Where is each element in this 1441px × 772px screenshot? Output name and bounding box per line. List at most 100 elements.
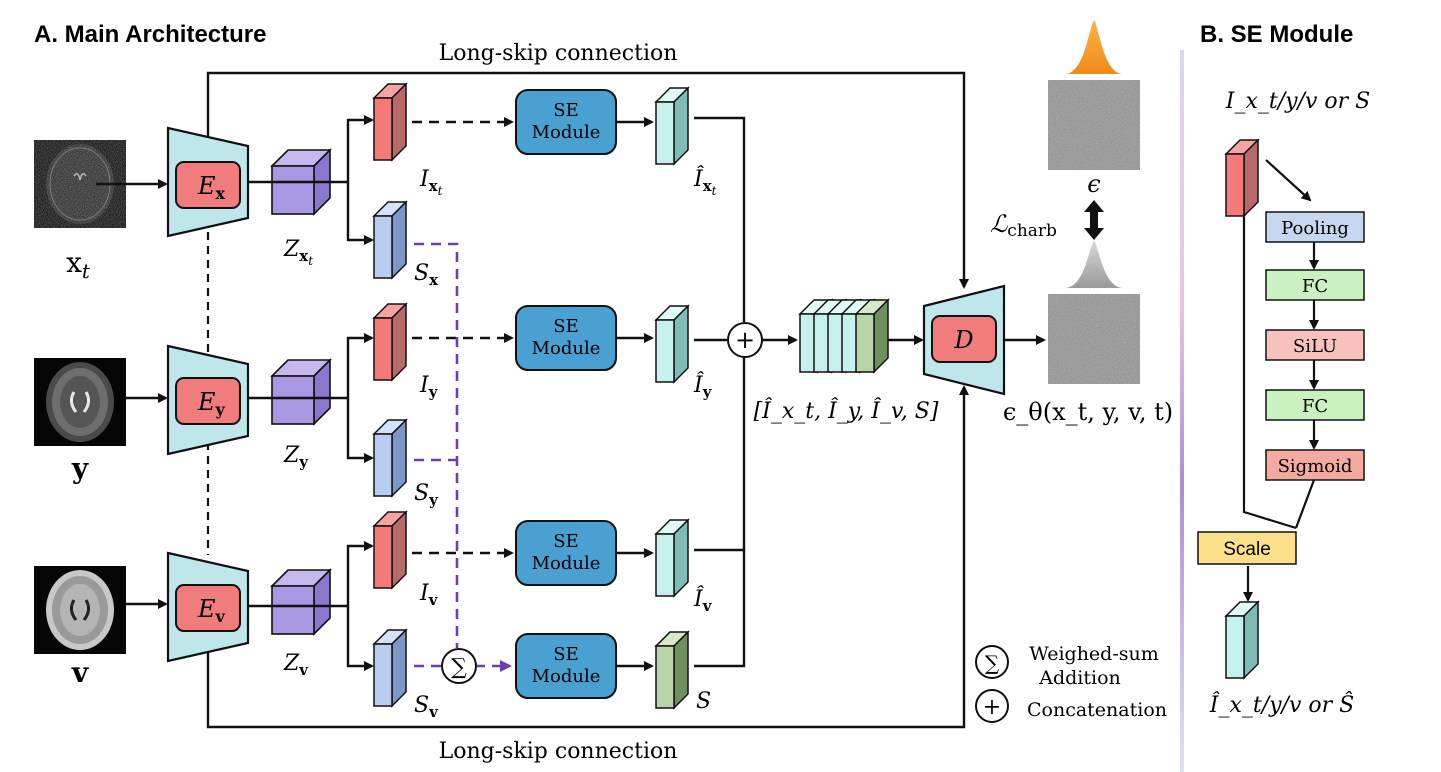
feature-slab-ix xyxy=(372,82,408,162)
output-label-iv: Îv xyxy=(693,585,713,615)
encoder-x: Ex xyxy=(166,126,250,238)
se-block-silu-2: SiLU xyxy=(1265,329,1365,361)
encoder-x-label: Ex xyxy=(197,172,226,203)
input-label-v: v xyxy=(71,656,89,689)
legend-concat-icon xyxy=(975,689,1009,723)
feature-label-sx: Sx xyxy=(414,261,439,289)
noise-image-target xyxy=(1048,80,1140,170)
latent-label-v: Zv xyxy=(283,651,309,679)
branch-sy xyxy=(346,398,374,463)
se-module-iy-label-1: Module xyxy=(532,338,601,359)
output-slab-s xyxy=(654,630,690,710)
feature-label-sv: Sv xyxy=(414,693,439,721)
branch-iv xyxy=(346,541,374,606)
output-label-ix: Îxt xyxy=(693,165,717,198)
feature-label-ix: Ixt xyxy=(419,167,443,198)
encoder-v: Ev xyxy=(166,551,250,663)
se-block-pooling-0: Pooling xyxy=(1265,211,1365,243)
skip-label-top: Long-skip connection xyxy=(439,41,678,66)
long-skip-top xyxy=(206,71,969,289)
loss-arrow xyxy=(1084,200,1104,240)
se-detail-residual xyxy=(1242,214,1297,530)
panel-b-output-label: Î_x_t/y/v or Ŝ xyxy=(1209,691,1354,718)
se-module-ix-label-0: SE xyxy=(553,100,578,121)
se-module-s-label-0: SE xyxy=(553,644,578,665)
input-image-v xyxy=(34,566,126,654)
feature-slab-sx xyxy=(372,200,408,280)
feature-label-sy: Sy xyxy=(414,481,439,509)
svg-text:SiLU: SiLU xyxy=(1293,336,1337,357)
noise-image-pred xyxy=(1048,294,1140,384)
long-skip-bottom xyxy=(206,385,969,729)
eps-theta-label: ϵ_θ(x_t, y, v, t) xyxy=(1003,398,1173,426)
encoder-y: Ey xyxy=(166,344,250,456)
se-module-s-label-1: Module xyxy=(532,666,601,687)
se-module-ix-label-1: Module xyxy=(532,122,601,143)
legend-sum-icon xyxy=(975,645,1009,679)
feature-slab-iy xyxy=(372,302,408,382)
legend-concat: Concatenation xyxy=(1027,699,1167,721)
panel-a-title: A. Main Architecture xyxy=(34,21,267,48)
latent-cube-v xyxy=(270,568,332,636)
latent-label-x: Zxt xyxy=(283,237,313,268)
panel-separator xyxy=(1180,50,1184,772)
latent-cube-x xyxy=(270,148,332,216)
output-slab-ix xyxy=(654,86,690,166)
collect-s xyxy=(694,550,746,668)
gaussian-pred xyxy=(1066,240,1122,288)
branch-ix xyxy=(346,115,374,182)
stack-slab-4 xyxy=(854,298,890,374)
encoder-v-label: Ev xyxy=(197,595,226,626)
se-block-scale: Scale xyxy=(1197,531,1297,565)
svg-text:∑: ∑ xyxy=(985,651,1000,675)
svg-text:+: + xyxy=(983,695,1001,720)
epsilon-label: ϵ xyxy=(1087,170,1100,198)
encoder-y-label: Ey xyxy=(197,388,226,419)
concat-label: [Î_x_t, Î_y, Î_v, S] xyxy=(754,397,939,424)
output-label-iy: Îy xyxy=(693,371,713,401)
svg-text:FC: FC xyxy=(1302,276,1328,297)
se-block-sigmoid-4: Sigmoid xyxy=(1265,449,1365,481)
se-block-fc-3: FC xyxy=(1265,389,1365,421)
purple-sx xyxy=(414,242,459,648)
panel-b-input-label: I_x_t/y/v or S xyxy=(1225,89,1370,114)
output-label-s: S xyxy=(696,689,711,714)
se-module-iy-label-0: SE xyxy=(553,316,578,337)
se-module-iv-label-1: Module xyxy=(532,553,601,574)
se-detail-input-slab xyxy=(1224,138,1260,218)
output-slab-iy xyxy=(654,304,690,384)
decoder-label: D xyxy=(953,326,973,354)
feature-slab-iv xyxy=(372,510,408,590)
se-block-fc-1: FC xyxy=(1265,269,1365,301)
concatenated-feature-stack xyxy=(798,298,890,374)
loss-label: ℒcharb xyxy=(990,210,1057,241)
latent-cube-y xyxy=(270,358,332,426)
panel-b-title: B. SE Module xyxy=(1200,21,1353,48)
branch-iy xyxy=(346,333,374,398)
feature-label-iy: Iy xyxy=(419,373,439,401)
latent-label-y: Zy xyxy=(283,443,309,471)
svg-text:FC: FC xyxy=(1302,396,1328,417)
svg-text:Scale: Scale xyxy=(1223,539,1271,560)
branch-sx xyxy=(346,182,374,245)
legend-sum-line2: Addition xyxy=(1038,667,1121,689)
svg-text:Pooling: Pooling xyxy=(1281,218,1349,239)
output-slab-iv xyxy=(654,518,690,598)
se-detail-connectors xyxy=(1242,159,1319,602)
se-detail-output-slab xyxy=(1224,600,1260,680)
svg-text:∑: ∑ xyxy=(451,655,467,680)
collect-ix xyxy=(694,116,746,322)
decoder: D xyxy=(922,284,1006,396)
feature-slab-sv xyxy=(372,628,408,708)
skip-label-bottom: Long-skip connection xyxy=(439,739,678,764)
input-label-x: xt xyxy=(66,246,91,283)
sigma-node: ∑ xyxy=(441,648,477,684)
gaussian-target xyxy=(1066,20,1122,74)
branch-sv xyxy=(346,606,374,671)
